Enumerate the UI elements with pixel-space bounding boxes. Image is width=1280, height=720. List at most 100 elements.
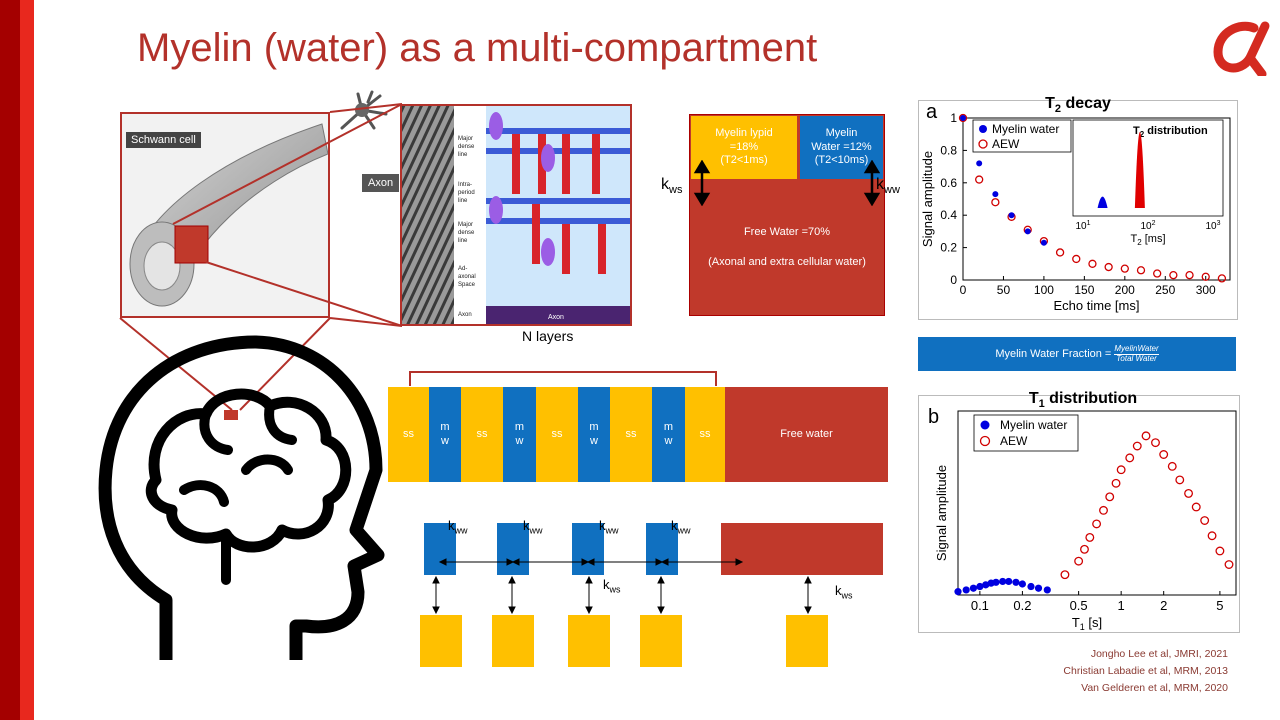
neuron-illustration: Schwann cell Axon bbox=[120, 112, 400, 318]
reference-3: Van Gelderen et al, MRM, 2020 bbox=[1081, 682, 1228, 694]
inset-peak bbox=[1134, 132, 1145, 208]
aew-point bbox=[1116, 465, 1126, 475]
aew-point bbox=[1191, 502, 1201, 512]
svg-text:period: period bbox=[458, 190, 475, 196]
svg-text:axonal: axonal bbox=[458, 274, 476, 280]
aew-point bbox=[1111, 478, 1121, 488]
layer-free-water: Free water bbox=[725, 387, 888, 482]
x-tick-label: 200 bbox=[1115, 283, 1135, 297]
aew-point bbox=[1132, 441, 1142, 451]
svg-text:line: line bbox=[458, 238, 468, 244]
ss-node bbox=[420, 615, 462, 667]
legend-myelin-marker bbox=[980, 420, 990, 430]
x-tick-label: 0.1 bbox=[971, 598, 989, 613]
panel-label: a bbox=[926, 101, 938, 123]
kws-label-1: kws bbox=[603, 577, 621, 595]
myelin-water-point bbox=[1040, 239, 1047, 246]
free-water-line1: Free Water =70% bbox=[743, 226, 831, 238]
mwf-numerator: MyelinWater bbox=[1114, 344, 1159, 355]
svg-text:Axon: Axon bbox=[548, 314, 564, 321]
reference-2: Christian Labadie et al, MRM, 2013 bbox=[1063, 665, 1228, 677]
aew-point bbox=[1175, 475, 1185, 485]
aew-point bbox=[991, 198, 1000, 207]
y-tick-label: 0.6 bbox=[940, 176, 957, 190]
axon-callout: Axon bbox=[362, 174, 400, 192]
svg-text:Axon: Axon bbox=[458, 312, 472, 318]
myelin-lipid-line3: (T2<1ms) bbox=[720, 154, 768, 167]
x-tick-label: 300 bbox=[1196, 283, 1216, 297]
x-tick-label: 5 bbox=[1216, 598, 1223, 613]
aew-point bbox=[1120, 264, 1129, 273]
kww-label-3: kww bbox=[599, 518, 619, 536]
myelin-water-point bbox=[1043, 586, 1051, 594]
inset-peak bbox=[1097, 196, 1108, 208]
exchange-arrows bbox=[693, 160, 881, 206]
reference-1: Jongho Lee et al, JMRI, 2021 bbox=[1090, 648, 1228, 660]
svg-text:line: line bbox=[458, 152, 468, 158]
t1-distribution-panel bbox=[918, 395, 1240, 633]
aew-point bbox=[1159, 450, 1169, 459]
aew-point bbox=[1105, 492, 1115, 502]
aew-point bbox=[1060, 570, 1070, 580]
aew-point bbox=[1151, 438, 1160, 448]
myelin-water-point bbox=[992, 191, 999, 198]
inset-box bbox=[1072, 119, 1224, 217]
myelin-water-point bbox=[1027, 582, 1035, 591]
svg-text:dense: dense bbox=[458, 144, 475, 150]
aew-point bbox=[1224, 560, 1234, 569]
inset-x-axis-label: T2 [ms] bbox=[1130, 233, 1165, 247]
legend-myelin-label: Myelin water bbox=[992, 122, 1059, 136]
legend-myelin-marker bbox=[979, 125, 987, 133]
myelin-water-point bbox=[976, 582, 984, 591]
aew-point bbox=[1200, 516, 1210, 525]
aew-point bbox=[1141, 431, 1151, 441]
x-tick-label: 250 bbox=[1155, 283, 1175, 297]
svg-text:dense: dense bbox=[458, 230, 475, 236]
aew-point bbox=[1080, 544, 1089, 554]
y-tick-label: 1 bbox=[950, 111, 957, 125]
aew-point bbox=[1055, 248, 1065, 257]
myelin-water-point bbox=[1024, 228, 1031, 235]
k-ws-label: kws bbox=[661, 176, 683, 197]
kww-label-2: kww bbox=[523, 518, 543, 536]
x-axis-label: Echo time [ms] bbox=[1054, 298, 1140, 313]
myelin-water-line3: (T2<10ms) bbox=[814, 154, 869, 167]
mwf-fraction: MyelinWater Total Water bbox=[1114, 344, 1159, 363]
aew-point bbox=[1125, 453, 1135, 463]
chart-title: T1 distribution bbox=[1029, 390, 1137, 410]
aew-point bbox=[1085, 532, 1095, 542]
svg-text:Ad-: Ad- bbox=[458, 266, 467, 272]
alpha-logo-icon bbox=[1213, 21, 1270, 76]
panel-label: b bbox=[928, 406, 939, 428]
aew-point bbox=[975, 175, 984, 184]
ss-node bbox=[786, 615, 828, 667]
kww-label-1: kww bbox=[448, 518, 468, 536]
myelin-water-point bbox=[1012, 578, 1020, 586]
legend-myelin-label: Myelin water bbox=[1000, 418, 1067, 432]
x-tick-label: 1 bbox=[1118, 598, 1125, 613]
aew-point bbox=[1104, 262, 1113, 272]
y-tick-label: 0.4 bbox=[940, 208, 957, 222]
aew-point bbox=[1072, 254, 1081, 264]
myelin-lipid-compartment: Myelin lypid =18% (T2<1ms) bbox=[691, 116, 797, 179]
x-tick-label: 150 bbox=[1074, 283, 1094, 297]
layer-ss: ss bbox=[388, 387, 429, 482]
myelin-water-point bbox=[962, 586, 970, 594]
mw-node bbox=[646, 523, 678, 575]
legend-aew-marker bbox=[979, 435, 991, 447]
kww-label-4: kww bbox=[671, 518, 691, 536]
aew-point bbox=[1185, 270, 1194, 280]
human-head-brain-icon bbox=[98, 335, 385, 660]
aew-point bbox=[1167, 461, 1177, 471]
myelin-water-point bbox=[1008, 212, 1015, 219]
x-tick-label: 100 bbox=[1034, 283, 1054, 297]
svg-text:Intra-: Intra- bbox=[458, 182, 472, 188]
layer-ss: ss bbox=[461, 387, 503, 482]
left-band-dark bbox=[0, 0, 20, 720]
chart-title: T2 decay bbox=[1045, 95, 1111, 115]
layer-ss: ss bbox=[536, 387, 578, 482]
